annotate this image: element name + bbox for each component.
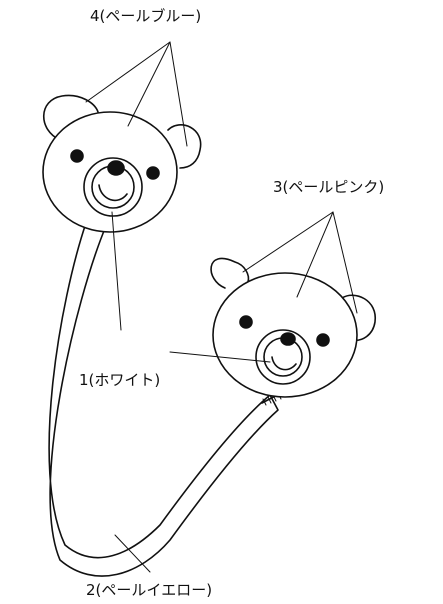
bear-lower-right-eye [316,333,330,347]
bear-top-left-ear [43,94,99,141]
bear-lower-left-eye [239,315,253,329]
bear-top-right-ear [167,124,202,169]
bear-head-lower [210,257,376,398]
leader-part-2 [114,534,151,573]
leaders-part-4 [85,41,188,147]
tube-body [48,222,279,577]
label-part-2: 2(ペールイエロー) [86,581,213,599]
bear-lower-left-ear [210,257,250,289]
bear-lower-nose [280,332,296,346]
leaders-part-1 [111,211,271,363]
bear-lower-right-ear [341,294,376,342]
label-part-3: 3(ペールピンク) [273,178,385,196]
bear-top-nose [107,160,125,176]
bear-top-left-eye [70,149,84,163]
leaders-part-3 [242,211,358,314]
bear-head-top [42,94,202,233]
label-part-1: 1(ホワイト) [79,371,161,389]
bear-top-right-eye [146,166,160,180]
label-part-4: 4(ペールブルー) [90,7,202,25]
